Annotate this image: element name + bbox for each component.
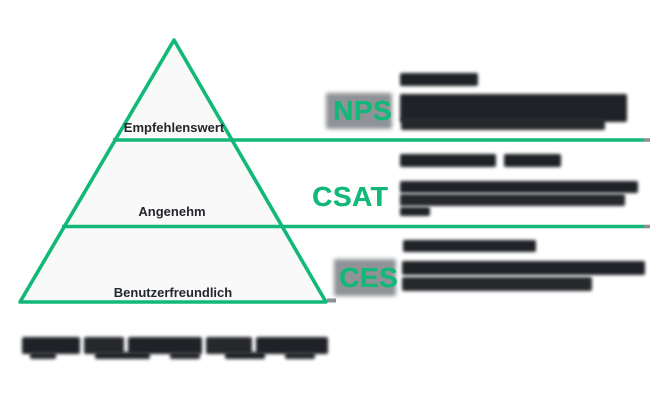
redacted-caption-block (285, 352, 315, 359)
metric-acronym-ces: CES (339, 262, 399, 293)
redacted-caption-block (206, 337, 252, 354)
redacted-text-block (400, 194, 625, 206)
redacted-caption-block (256, 337, 328, 354)
pyramid-level-label-top: Empfehlenswert (123, 120, 225, 135)
redacted-text-block (400, 207, 430, 216)
redacted-text-block (402, 261, 645, 275)
redacted-caption-block (128, 337, 202, 354)
divider-endcap-top (644, 138, 650, 142)
redacted-caption-block (225, 352, 265, 359)
pyramid-triangle (18, 38, 328, 304)
redacted-text-block (400, 154, 496, 167)
acronym-backdrop (334, 259, 396, 296)
redacted-text-block (400, 181, 638, 193)
redacted-text-block (401, 118, 605, 130)
redacted-caption-block (22, 337, 80, 354)
redacted-text-block (400, 73, 478, 86)
pyramid-base-endcap (327, 298, 336, 303)
divider-endcap-middle (644, 224, 650, 229)
redacted-text-block (504, 154, 561, 167)
redacted-caption-block (84, 337, 124, 354)
redacted-text-block (402, 277, 592, 291)
pyramid-level-label-bottom: Benutzerfreundlich (113, 285, 233, 300)
redacted-caption-block (170, 352, 200, 359)
redacted-text-block (400, 94, 627, 122)
metric-acronym-csat: CSAT (312, 181, 389, 212)
pyramid-level-label-middle: Angenehm (138, 204, 206, 219)
redacted-text-block (403, 240, 536, 252)
redacted-caption-block (30, 352, 56, 359)
acronym-backdrop (326, 93, 392, 129)
metric-acronym-nps: NPS (333, 95, 393, 126)
redacted-caption-block (95, 352, 150, 359)
